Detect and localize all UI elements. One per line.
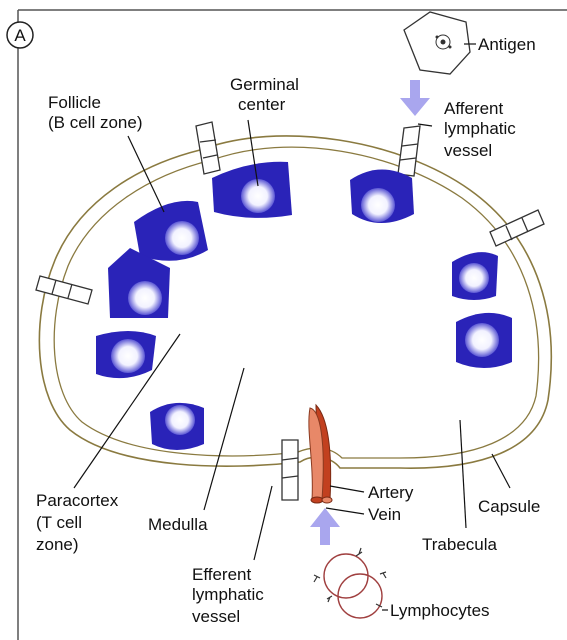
follicle	[134, 201, 208, 261]
follicle	[452, 252, 498, 300]
label-medulla: Medulla	[148, 515, 208, 534]
label-artery: Artery	[368, 483, 414, 502]
label-lymphocytes: Lymphocytes	[390, 601, 490, 620]
follicle	[212, 162, 292, 218]
label-paracortex-1: Paracortex	[36, 491, 119, 510]
label-follicle-1: Follicle	[48, 93, 101, 112]
label-afferent-2: lymphatic	[444, 119, 516, 138]
label-trabecula: Trabecula	[422, 535, 498, 554]
follicle	[350, 169, 414, 223]
label-germinal-2: center	[238, 95, 286, 114]
label-efferent-1: Efferent	[192, 565, 252, 584]
lymphocyte-loop	[324, 554, 382, 618]
label-vein: Vein	[368, 505, 401, 524]
lymphocyte-arrow	[310, 508, 340, 545]
label-paracortex-2: (T cell	[36, 513, 82, 532]
follicle	[150, 403, 204, 450]
antigen-cell	[404, 12, 470, 74]
valve-top-right	[398, 126, 420, 176]
follicle	[456, 313, 512, 368]
label-germinal-1: Germinal	[230, 75, 299, 94]
panel-letter: A	[7, 22, 33, 48]
label-follicle-2: (B cell zone)	[48, 113, 142, 132]
valve-efferent	[282, 440, 298, 500]
blood-vessels	[309, 405, 332, 503]
antigen-arrow	[400, 80, 430, 116]
label-efferent-2: lymphatic	[192, 585, 264, 604]
label-afferent-1: Afferent	[444, 99, 504, 118]
label-capsule: Capsule	[478, 497, 540, 516]
label-paracortex-3: zone)	[36, 535, 79, 554]
label-antigen: Antigen	[478, 35, 536, 54]
label-efferent-3: vessel	[192, 607, 240, 626]
valve-left	[36, 276, 92, 304]
follicle	[96, 331, 156, 378]
svg-text:A: A	[14, 26, 26, 45]
valve-top-left	[196, 122, 220, 174]
label-afferent-3: vessel	[444, 141, 492, 160]
